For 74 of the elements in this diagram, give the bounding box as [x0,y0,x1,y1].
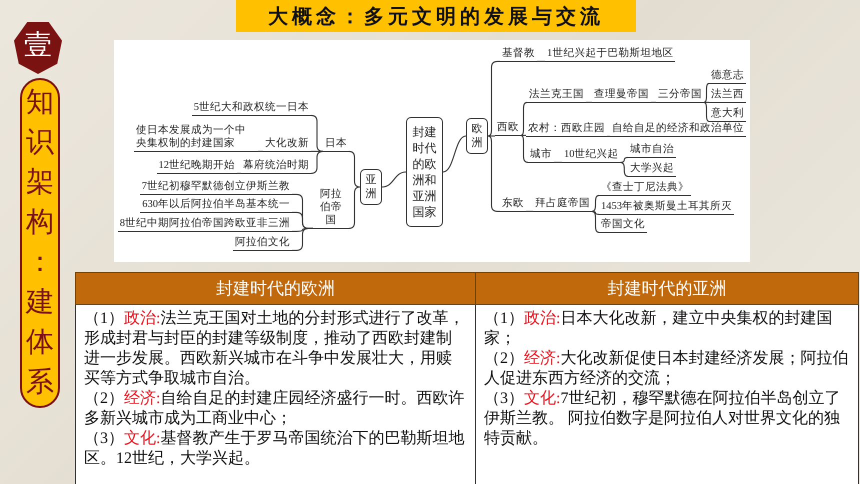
cell-text: （3）文化:7世纪初，穆罕默德在阿拉伯半岛创立了伊斯兰教。 阿拉伯数字是阿拉伯人对世界文化的独特贡献。 [484,389,842,449]
connector-line [537,60,545,62]
connector-line [591,210,600,215]
connector-line [348,186,361,229]
topic-label: 阿拉伯文化 [233,236,292,251]
connector-line [310,114,324,152]
connector-line [382,171,406,188]
connector-line [442,135,466,173]
topic-label: 8世纪中期阿拉伯帝国跨欧亚非三洲 [118,217,292,232]
topic-label: 《查士丁尼法典》 [599,181,691,196]
connector-line [310,150,324,174]
topic-label: 城市 [528,148,554,163]
connector-line [703,102,710,122]
topic-label: 西欧 [495,121,521,136]
connector-line [237,172,241,174]
topic-label: 法兰西 [709,88,746,103]
topic-label: 帝国文化 [599,218,647,233]
topic-label: 1453年被奥斯曼土耳其所灭 [599,200,734,215]
topic-label: 1世纪兴起于巴勒斯坦地区 [545,47,676,62]
topic-label: 大化改新 [263,137,311,152]
topic-label: 意大利 [709,107,746,122]
topic-label: 农村：西欧庄园 [526,122,607,137]
connector-line [554,162,562,163]
connector-line [292,228,313,251]
topic-box: 亚洲 [360,169,382,205]
cell-text: （1）政治:日本大化改新，建立中央集权的封建国家； [484,309,834,349]
connector-line [607,136,610,137]
cell-text: （2）经济:大化改新促使日本封建经济发展；阿拉伯人促进东西方经济的交流； [484,349,850,389]
connector-line [651,102,656,103]
connector-line [704,102,709,103]
connector-line [526,210,533,212]
topic-label: 阿拉伯帝国 [313,188,349,229]
connector-line [258,150,263,152]
topic-label: 城市自治 [628,143,676,158]
topic-box: 欧洲 [466,118,488,154]
connector-line [591,210,600,233]
topic-label: 法兰克王国 [527,88,586,103]
column-header: 封建时代的欧洲 [76,272,476,304]
connector-line [487,60,500,137]
topic-label: 630年以后阿拉伯半岛基本统一 [140,198,292,213]
topic-label: 三分帝国 [656,88,704,103]
connector-line [586,102,592,103]
connector-line [520,134,529,163]
topic-label: 德意志 [709,69,746,84]
topic-label: 幕府统治时期 [241,159,311,174]
topic-label: 5世纪大和政权统一日本 [192,101,311,116]
topic-label: 10世纪兴起 [562,148,620,163]
column-header: 封建时代的亚洲 [476,272,858,304]
cell-text: （3）文化:基督教产生于罗马帝国统治下的巴勒斯坦地区。12世纪，大学兴起。 [84,429,466,469]
topic-label: 日本 [323,137,349,152]
topic-label: 大学兴起 [628,162,676,177]
connector-line [487,135,500,212]
topic-label: 拜占庭帝国 [533,197,592,212]
topic-label: 基督教 [500,47,537,62]
connector-line [348,150,361,188]
section-heading: 知识架构：建体系 [20,78,60,408]
central-topic-box: 封建时代的欧洲和亚洲国家 [406,117,443,227]
slide-title: 大概念：多元文明的发展与交流 [236,0,636,32]
topic-label: 东欧 [500,197,526,212]
topic-label: 使日本发展成为一个中央集权制的封建国家 [134,124,258,152]
cell-text: （2）经济:自给自足的封建庄园经济盛行一时。西欧许多新兴城市成为工商业中心； [84,389,466,429]
topic-label: 自给自足的经济和政治单位 [610,122,746,137]
section-number: 壹 [14,22,62,74]
connector-line [620,162,629,177]
topic-label: 7世纪初穆罕默德创立伊斯兰教 [140,180,292,195]
connector-line [620,156,629,163]
topic-label: 查理曼帝国 [592,88,651,103]
topic-label: 12世纪晚期开始 [156,159,237,174]
connector-line [520,102,528,136]
connector-line [703,82,710,103]
cell-text: （1）政治:法兰克王国对土地的分封形式进行了改革，形成封君与封臣的封建等级制度，推动了西欧封建制进一步发展。西欧新兴城市在斗争中发展壮大，用赎买等方式争取城市自治。 [84,309,466,389]
connector-line [311,150,323,152]
connector-line [521,134,526,136]
connector-line [591,194,600,212]
